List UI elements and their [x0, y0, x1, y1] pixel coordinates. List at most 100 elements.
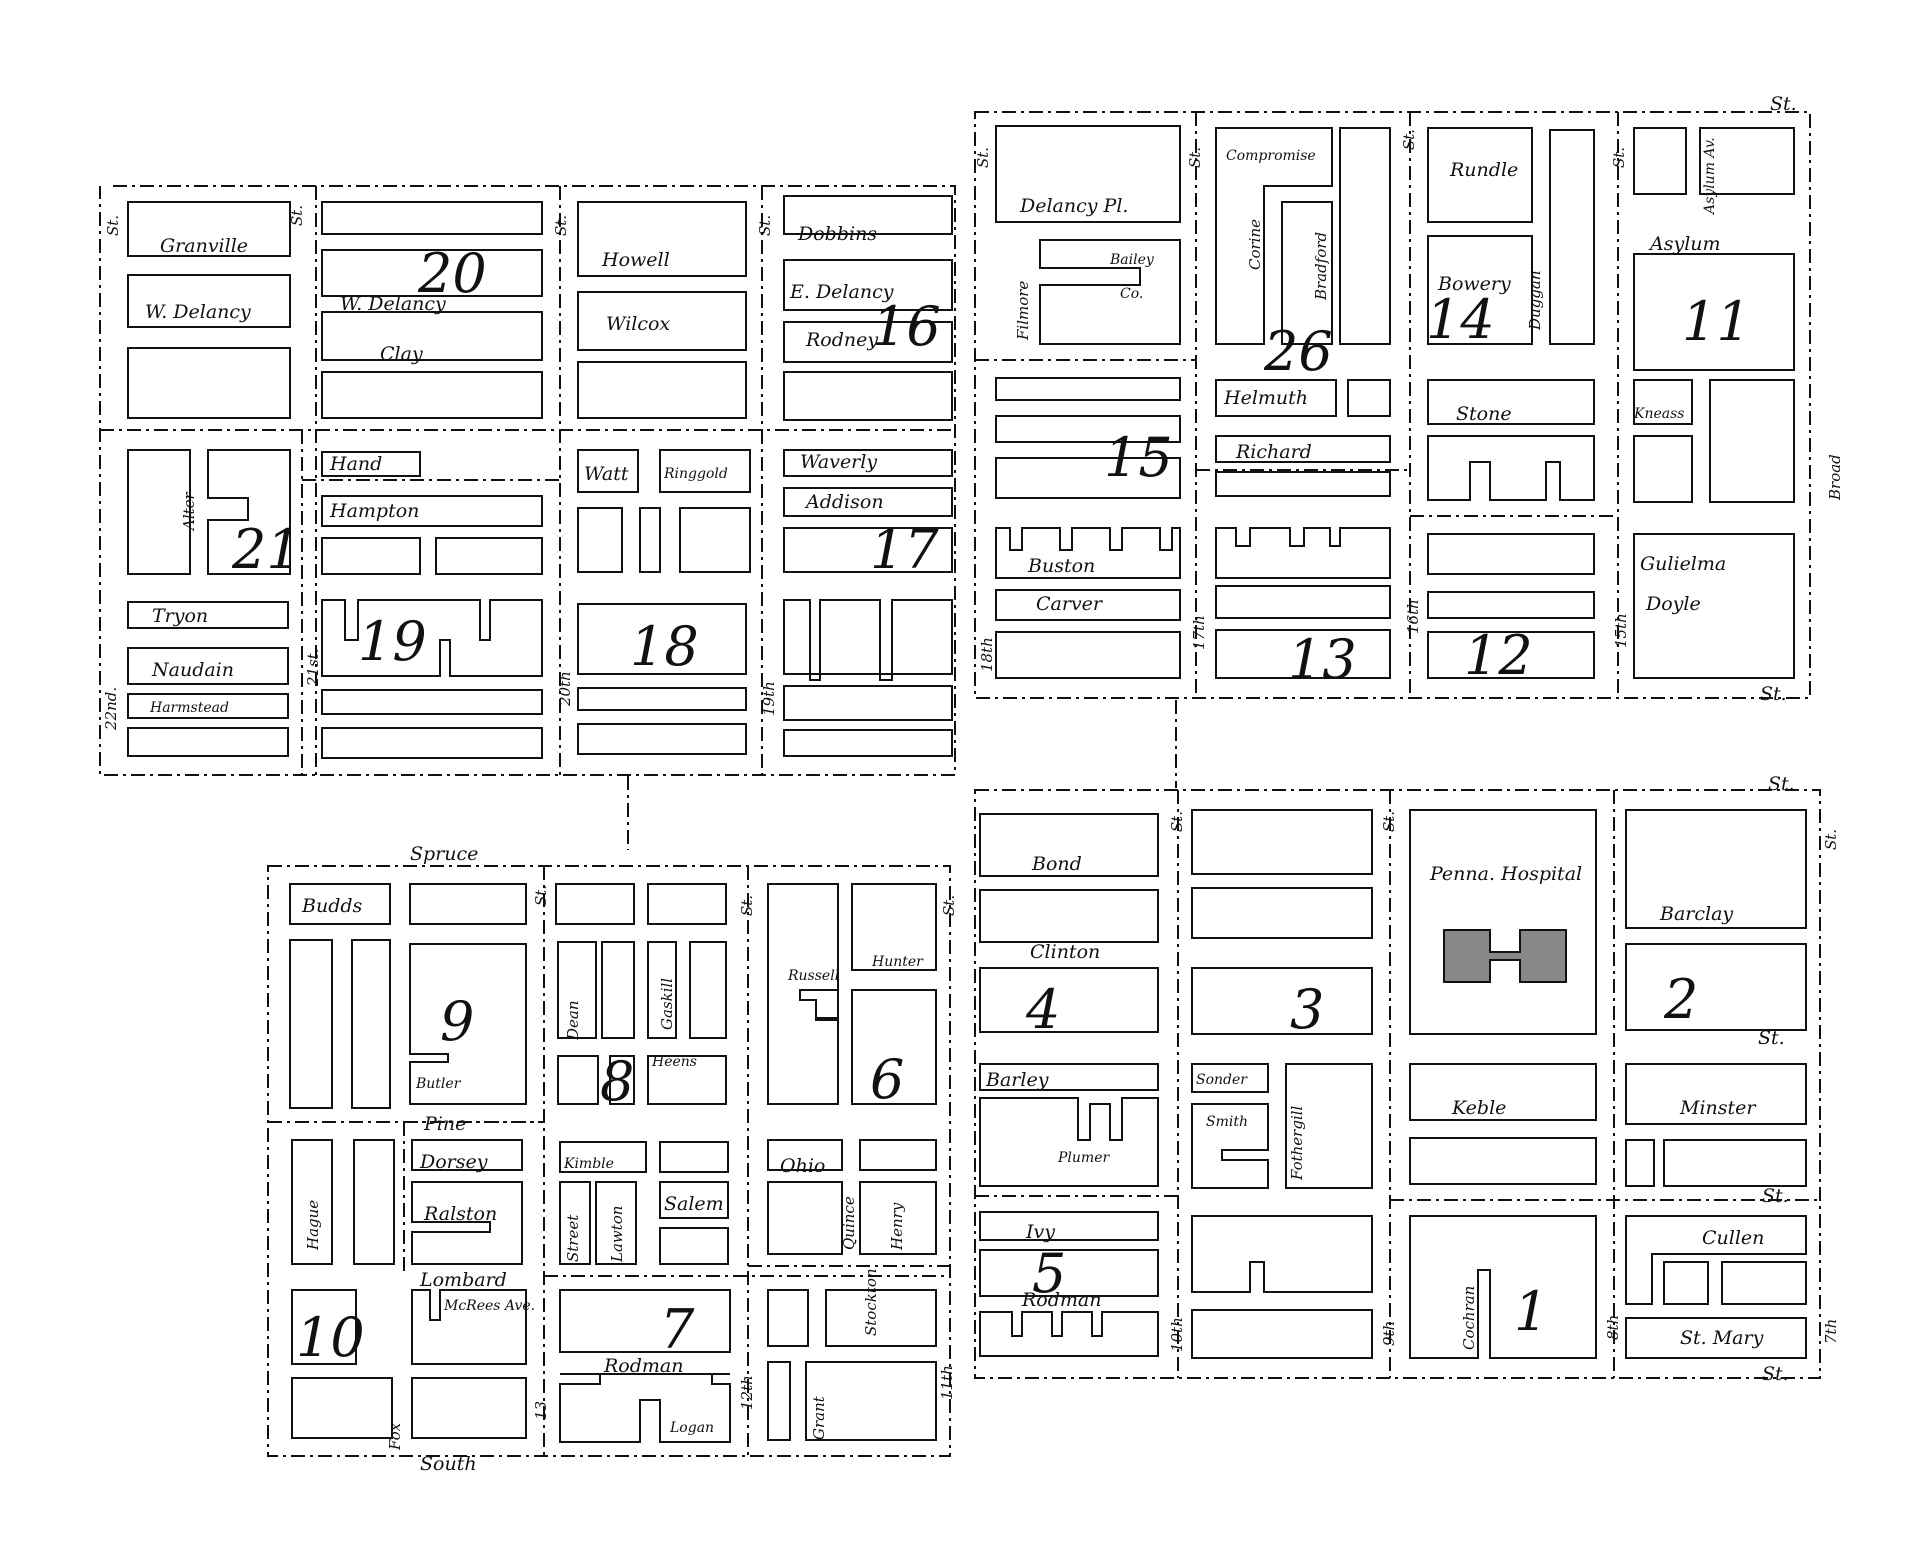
street-18th: 18th — [978, 637, 996, 672]
street-duggan: Duggan — [1526, 271, 1544, 332]
ward-number-14: 14 — [1426, 288, 1495, 351]
street-spruce: Spruce — [410, 843, 478, 865]
street-quince: Quince — [840, 1196, 858, 1250]
st-label: St. — [1380, 811, 1398, 832]
street-asylum-av: Asylum Av. — [1702, 137, 1718, 216]
street-alaska: Hague — [304, 1200, 322, 1251]
street-budds: Budds — [301, 895, 363, 917]
street-kneass: Kneass — [1633, 406, 1684, 422]
section-northwest: Granville W. Delancy W. Delancy Clay How… — [99, 185, 956, 776]
street-10th: 10th — [1168, 1317, 1186, 1352]
street-asylum: Asylum — [1648, 233, 1721, 255]
street-helmuth: Helmuth — [1223, 387, 1308, 409]
ward-number-2: 2 — [1663, 968, 1698, 1031]
street-juniper: Fox — [386, 1422, 404, 1451]
st-label: St. — [940, 895, 958, 916]
section-northeast: Delancy Pl. Filmore Bailey Co. Compromis… — [974, 93, 1844, 705]
ward-number-3: 3 — [1290, 978, 1324, 1041]
st-label: St. — [1770, 93, 1797, 115]
st-label: St. — [104, 215, 122, 236]
st-label: St. — [1762, 1363, 1789, 1385]
ward-number-11: 11 — [1682, 290, 1751, 353]
street-henry: Henry — [888, 1202, 906, 1251]
street-pine: Pine — [423, 1113, 466, 1135]
street-richard: Richard — [1235, 441, 1312, 463]
street-22nd: 22nd. — [102, 687, 120, 731]
street-smith: Smith — [1206, 1114, 1248, 1130]
section-southeast: Bond Clinton Barley Plumer Ivy Rodman So… — [974, 773, 1840, 1385]
street-11th: 11th — [938, 1365, 956, 1400]
street-fothergill: Fothergill — [1288, 1105, 1306, 1181]
street-ralston: Ralston — [423, 1203, 497, 1225]
street-bailey: Bailey — [1109, 252, 1155, 268]
street-buston: Buston — [1027, 555, 1095, 577]
street-dean: Lawton — [608, 1206, 626, 1263]
street-minster: Minster — [1679, 1097, 1757, 1119]
ward-number-15: 15 — [1104, 426, 1173, 489]
street-16th: 16th — [1404, 599, 1422, 634]
street-bradford: Bradford — [1312, 232, 1330, 301]
street-co: Co. — [1120, 286, 1143, 302]
street-carver: Carver — [1036, 593, 1104, 615]
st-label: St. — [1760, 683, 1787, 705]
street-naudain: Naudain — [151, 659, 234, 681]
ward-number-17: 17 — [870, 518, 939, 581]
street-17th: 17th — [1190, 615, 1208, 650]
street-heens: Heens — [651, 1054, 697, 1070]
street-rodman-2: Rodman — [1021, 1289, 1102, 1311]
st-label: St. — [738, 895, 756, 916]
ward-number-4: 4 — [1025, 978, 1060, 1041]
street-rodman: Rodman — [603, 1355, 684, 1377]
street-watt: Watt — [584, 463, 629, 485]
street-e-delancy: E. Delancy — [789, 281, 894, 303]
street-gulielma: Gulielma — [1640, 553, 1726, 575]
street-12th: 12th — [738, 1375, 756, 1410]
st-label: St. — [1762, 1185, 1789, 1207]
street-addison: Addison — [804, 491, 884, 513]
street-bond: Bond — [1031, 853, 1082, 875]
ward-number-18: 18 — [630, 615, 699, 678]
street-butler: Butler — [415, 1076, 462, 1092]
street-barclay: Barclay — [1659, 903, 1733, 925]
st-label: St. — [1610, 147, 1628, 168]
section-southwest: Spruce Pine Lombard South Budds Butler D… — [267, 843, 958, 1475]
ward-number-20: 20 — [417, 242, 487, 305]
street-lawton: Gaskill — [658, 978, 676, 1030]
street-salem: Salem — [664, 1193, 724, 1215]
street-stone: Stone — [1456, 403, 1512, 425]
street-hunter: Hunter — [871, 954, 924, 970]
street-ivy: Ivy — [1025, 1221, 1055, 1243]
ward-number-6: 6 — [870, 1048, 904, 1111]
st-label: St. — [974, 147, 992, 168]
street-clay: Clay — [380, 343, 423, 365]
ward-number-1: 1 — [1514, 1280, 1548, 1343]
street-russell: Russell — [787, 968, 839, 984]
street-21st: 21st. — [304, 648, 322, 687]
street-15th: 15th — [1612, 613, 1630, 648]
ward-number-13: 13 — [1288, 628, 1357, 691]
street-delancy-pl: Delancy Pl. — [1019, 195, 1128, 217]
street-hampton: Hampton — [329, 500, 419, 522]
st-label: St. — [756, 215, 774, 236]
st-label: St. — [1758, 1027, 1785, 1049]
street-13: 13 — [532, 1401, 550, 1420]
street-ringgold: Ringgold — [663, 466, 728, 482]
street-alter: Alter — [180, 491, 198, 532]
street-8th: 8th — [1604, 1315, 1622, 1340]
st-label: St. — [288, 205, 306, 226]
st-label: St. — [1400, 129, 1418, 150]
st-label: St. — [532, 885, 550, 906]
street-mcrees-ave: McRees Ave. — [443, 1298, 535, 1314]
street-logan: Dean — [564, 1000, 582, 1041]
st-label: St. — [1168, 811, 1186, 832]
street-wilcox: Wilcox — [606, 313, 670, 335]
street-hague: Grant — [810, 1395, 828, 1440]
street-grant: Stockton — [862, 1268, 880, 1336]
street-broad: Broad — [1826, 454, 1844, 501]
street-filmore: Filmore — [1014, 281, 1032, 341]
ward-number-8: 8 — [600, 1050, 634, 1113]
street-9th: 9th — [1380, 1321, 1398, 1346]
st-label: St. — [1822, 829, 1840, 850]
street-stockton: Street — [564, 1214, 582, 1262]
